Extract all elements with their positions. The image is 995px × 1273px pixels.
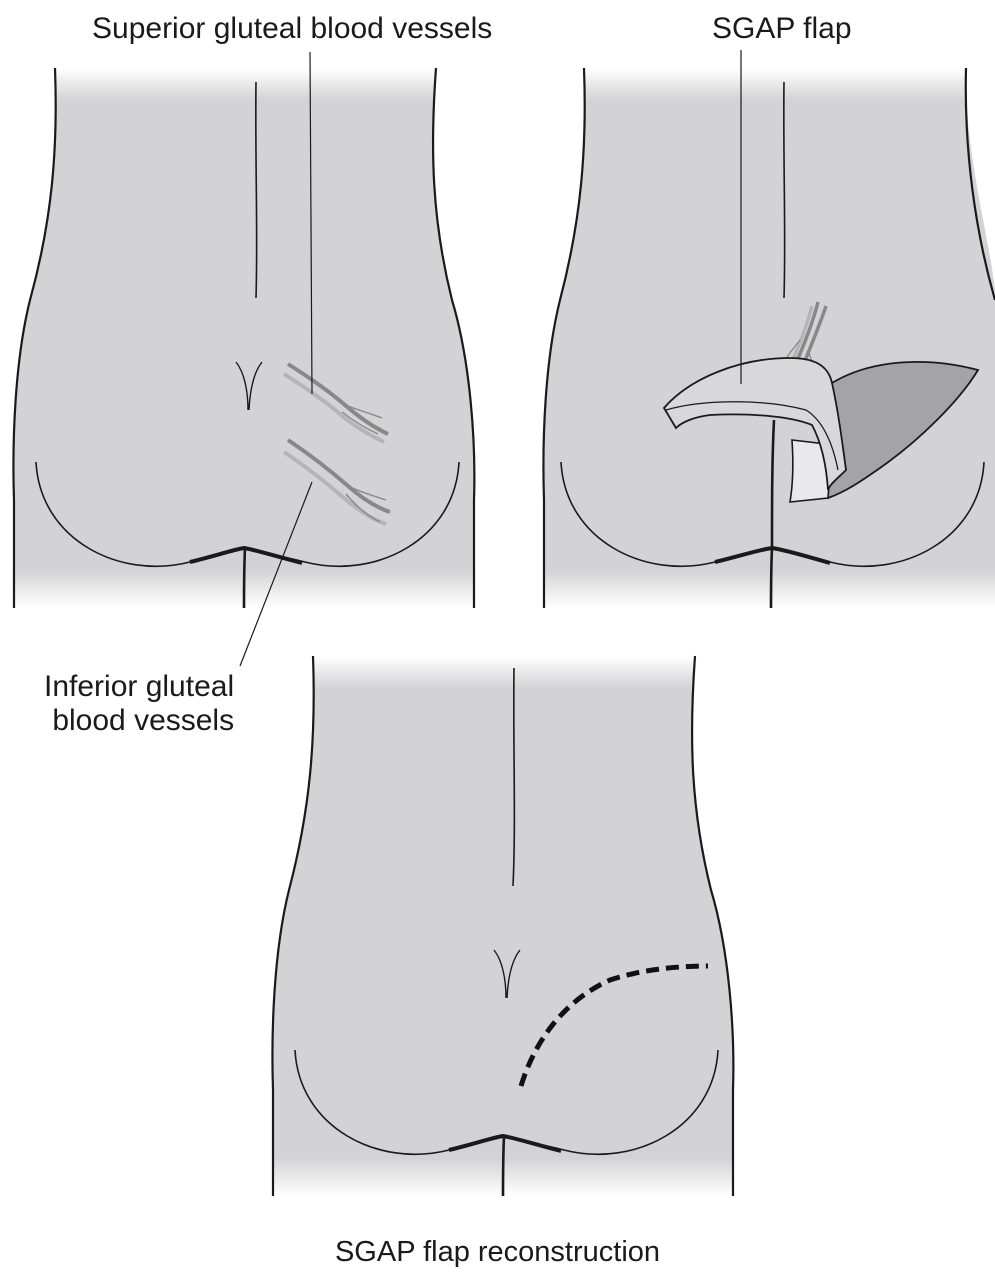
- torso-silhouette: [543, 68, 995, 608]
- figure-vessels: [13, 52, 474, 666]
- spine-line: [256, 82, 257, 298]
- gluteal-cleft: [503, 1136, 504, 1196]
- gluteal-cleft: [244, 548, 245, 608]
- inferior-vessels-label-line2: blood vessels: [44, 704, 234, 738]
- figure-caption: SGAP flap reconstruction: [0, 1236, 995, 1269]
- torso-silhouette: [13, 68, 474, 608]
- torso-silhouette: [272, 656, 733, 1196]
- figure-reconstruction: [272, 656, 733, 1196]
- sgap-flap-label: SGAP flap: [712, 12, 852, 46]
- spine-line: [784, 82, 785, 298]
- inferior-vessels-label: Inferior gluteal blood vessels: [44, 670, 234, 738]
- figure-flap: [543, 50, 995, 608]
- superior-vessels-label: Superior gluteal blood vessels: [92, 12, 492, 46]
- inferior-vessels-label-line1: Inferior gluteal: [44, 670, 234, 704]
